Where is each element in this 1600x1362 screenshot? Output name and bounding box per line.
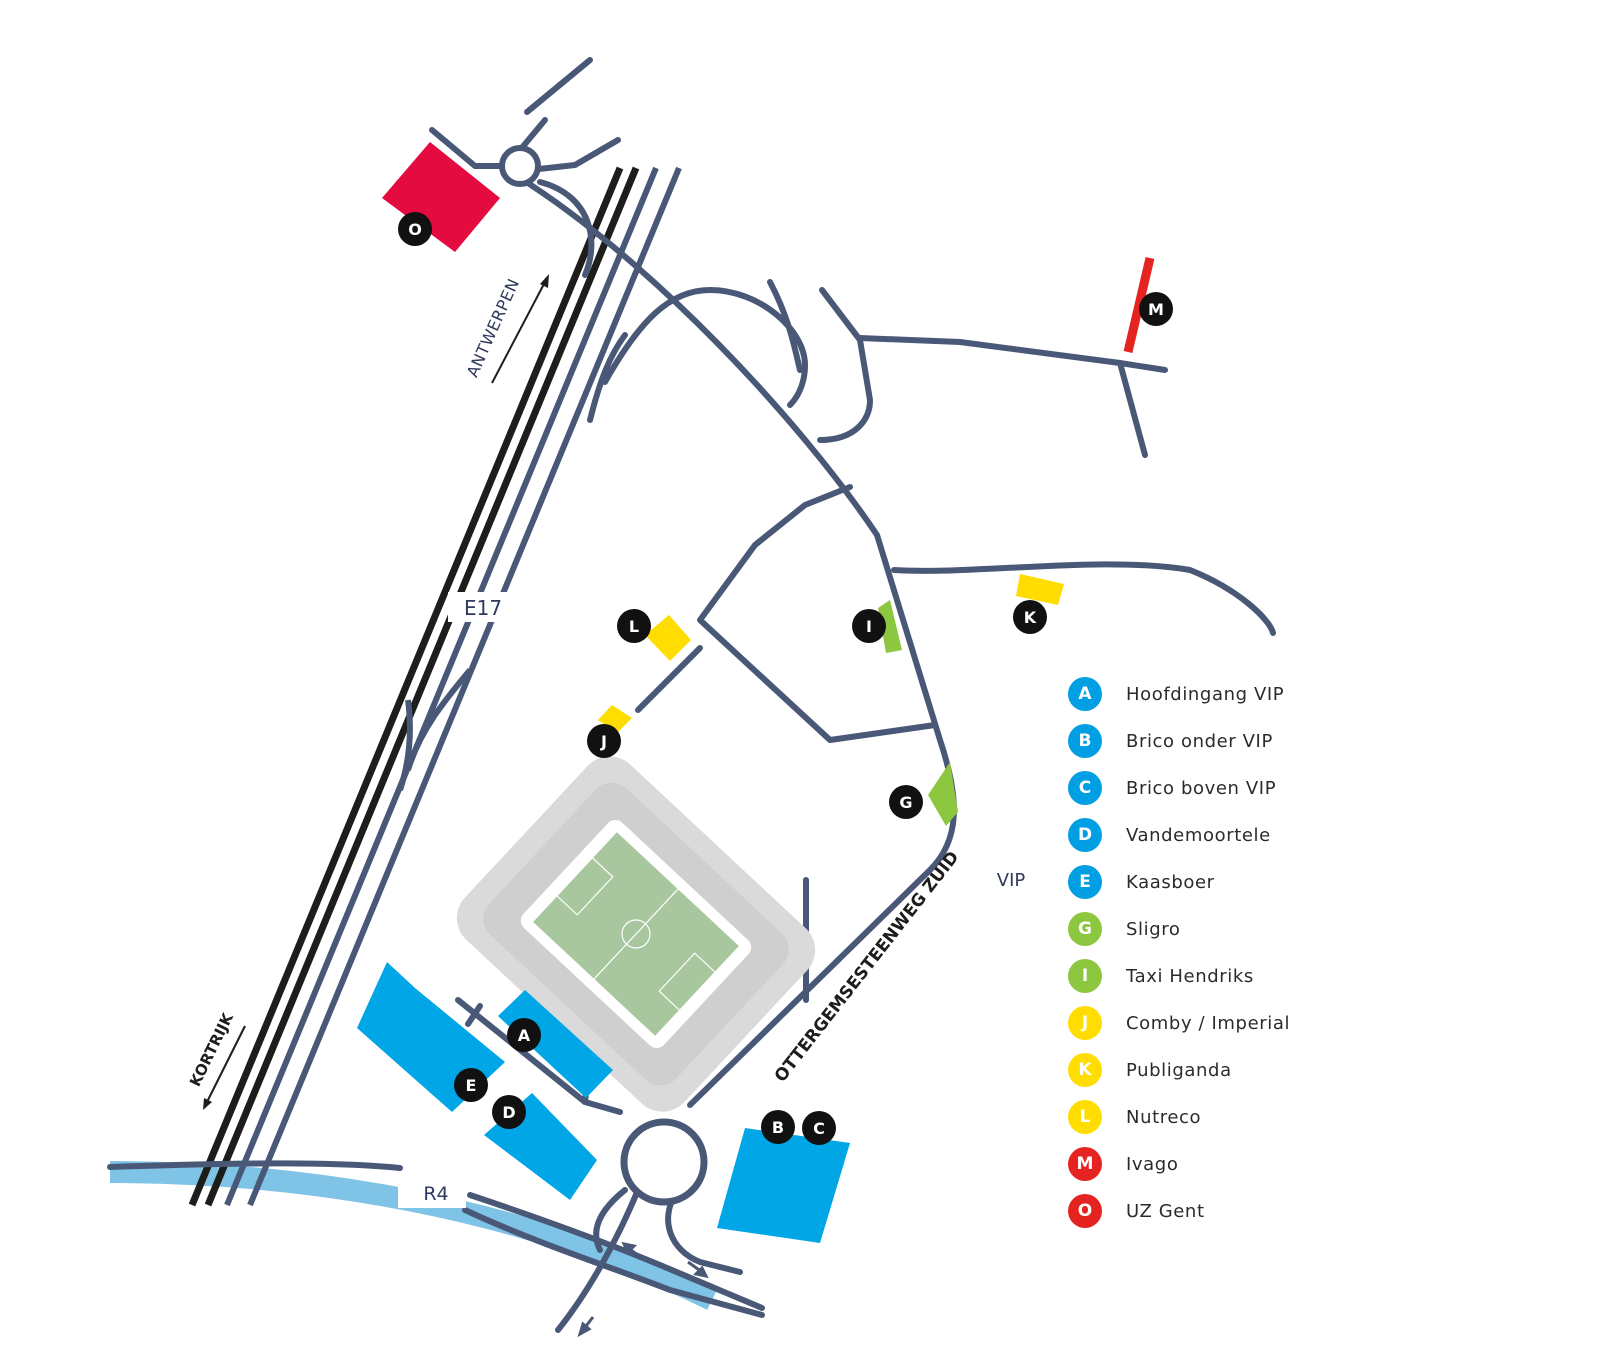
legend-item-d[interactable]: D Vandemoortele <box>1068 817 1271 853</box>
legend-label: Hoofdingang VIP <box>1126 683 1285 705</box>
legend-dot: E <box>1068 865 1102 899</box>
legend-item-i[interactable]: I Taxi Hendriks <box>1068 958 1254 994</box>
legend-label: Ivago <box>1126 1153 1179 1175</box>
legend-item-o[interactable]: O UZ Gent <box>1068 1193 1205 1229</box>
direction-antwerpen-label: ANTWERPEN <box>463 275 523 380</box>
marker-l[interactable]: L <box>617 609 651 643</box>
arrow-kortrijk <box>203 1025 246 1110</box>
e17-label-bg <box>448 592 518 622</box>
legend-dot: I <box>1068 959 1102 993</box>
svg-text:D: D <box>502 1103 515 1122</box>
roundabout-north <box>499 145 541 187</box>
marker-e[interactable]: E <box>454 1068 488 1102</box>
legend-label: Comby / Imperial <box>1126 1012 1291 1034</box>
svg-text:O: O <box>408 220 422 239</box>
legend-dot: L <box>1068 1100 1102 1134</box>
svg-text:E: E <box>466 1076 477 1095</box>
parking-g <box>928 762 958 826</box>
legend-dot: G <box>1068 912 1102 946</box>
stadium <box>456 756 816 1112</box>
svg-text:A: A <box>518 1026 531 1045</box>
legend-dot: O <box>1068 1194 1102 1228</box>
legend-dot: K <box>1068 1053 1102 1087</box>
legend-dot: B <box>1068 724 1102 758</box>
marker-d[interactable]: D <box>492 1095 526 1129</box>
marker-c[interactable]: C <box>802 1111 836 1145</box>
direction-arrows <box>577 1241 709 1338</box>
marker-g[interactable]: G <box>889 785 923 819</box>
parking-i <box>878 600 902 653</box>
roundabout-south <box>620 1118 708 1206</box>
svg-text:M: M <box>1148 300 1164 319</box>
svg-text:J: J <box>600 732 607 751</box>
marker-j[interactable]: J <box>587 724 621 758</box>
r4-label-bg <box>398 1176 466 1208</box>
legend-item-g[interactable]: G Sligro <box>1068 911 1180 947</box>
legend-item-k[interactable]: K Publiganda <box>1068 1052 1232 1088</box>
legend-label: Vandemoortele <box>1126 824 1271 846</box>
highway-e17 <box>224 166 682 1207</box>
legend-dot: C <box>1068 771 1102 805</box>
svg-text:L: L <box>629 617 639 636</box>
legend-item-l[interactable]: L Nutreco <box>1068 1099 1201 1135</box>
legend-item-m[interactable]: M Ivago <box>1068 1146 1178 1182</box>
marker-k[interactable]: K <box>1013 600 1047 634</box>
legend-dot: A <box>1068 677 1102 711</box>
railway-lines <box>188 166 640 1207</box>
marker-a[interactable]: A <box>507 1018 541 1052</box>
marker-m[interactable]: M <box>1139 292 1173 326</box>
legend-dot: M <box>1068 1147 1102 1181</box>
marker-i[interactable]: I <box>852 609 886 643</box>
legend-dot: D <box>1068 818 1102 852</box>
direction-kortrijk-label: KORTRIJK <box>186 1009 237 1089</box>
svg-text:C: C <box>813 1119 825 1138</box>
svg-text:G: G <box>899 793 912 812</box>
legend-label: Nutreco <box>1126 1106 1202 1128</box>
parking-l <box>645 615 691 661</box>
svg-text:I: I <box>866 617 872 636</box>
marker-b[interactable]: B <box>761 1110 795 1144</box>
legend-label: Sligro <box>1126 918 1181 940</box>
legend-label: Brico onder VIP <box>1126 730 1273 752</box>
legend-item-a[interactable]: A Hoofdingang VIP <box>1068 676 1284 712</box>
legend-item-j[interactable]: J Comby / Imperial <box>1068 1005 1290 1041</box>
legend-label: UZ Gent <box>1126 1200 1205 1222</box>
ring-r4-label: R4 <box>423 1183 448 1205</box>
svg-text:B: B <box>772 1118 784 1137</box>
parking-k <box>1016 574 1064 605</box>
legend-item-b[interactable]: B Brico onder VIP <box>1068 723 1273 759</box>
vip-label: VIP <box>997 870 1026 891</box>
marker-o[interactable]: O <box>398 212 432 246</box>
legend-dot: J <box>1068 1006 1102 1040</box>
arrow-antwerpen <box>491 274 549 384</box>
parking-a <box>498 990 613 1098</box>
legend-label: Kaasboer <box>1126 871 1215 893</box>
parking-j <box>598 705 632 733</box>
svg-text:K: K <box>1024 608 1037 627</box>
highway-e17-label: E17 <box>464 596 502 620</box>
legend-label: Brico boven VIP <box>1126 777 1277 799</box>
legend-label: Publiganda <box>1126 1059 1232 1081</box>
parking-o <box>382 142 500 252</box>
road-network <box>107 57 1276 1333</box>
legend-item-e[interactable]: E Kaasboer <box>1068 864 1215 900</box>
legend-label: Taxi Hendriks <box>1126 965 1254 987</box>
legend-item-c[interactable]: C Brico boven VIP <box>1068 770 1276 806</box>
parking-m <box>1123 256 1155 354</box>
parking-bc <box>717 1128 850 1243</box>
